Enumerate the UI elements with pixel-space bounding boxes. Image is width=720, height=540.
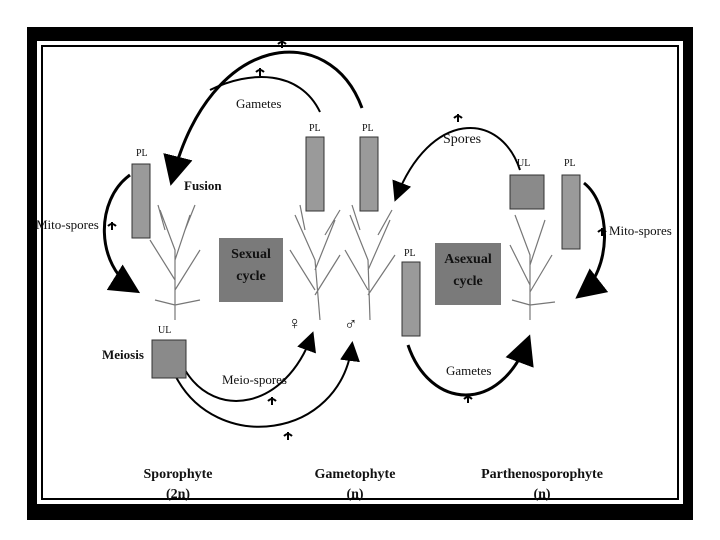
pl-label-parthenosporophyte: PL — [564, 158, 576, 169]
pl-label-sporophyte: PL — [136, 148, 148, 159]
gametes-top-label: Gametes — [236, 96, 282, 111]
algae-male-gametophyte — [344, 204, 396, 321]
algae-parthenosporophyte — [509, 214, 556, 320]
ul-label-parthenosporophyte: UL — [517, 158, 531, 169]
female-symbol: ♀ — [288, 313, 302, 333]
mito-spores-right-label: Mito-spores — [609, 223, 672, 238]
gametes-bottom-arrow — [406, 334, 534, 397]
algae-female-gametophyte — [289, 204, 341, 321]
gametes-inner-arrow — [209, 76, 321, 113]
male-symbol: ♂ — [344, 314, 358, 334]
generation-sporophyte: Sporophyte (2n) — [118, 465, 238, 505]
spore-glyphs — [107, 40, 607, 440]
spores-arrow — [392, 127, 521, 202]
ul-label-sporophyte: UL — [158, 325, 172, 336]
pl-label-asexual: PL — [404, 248, 416, 259]
meio-spores-arrow-1 — [184, 331, 316, 402]
pl-label-female: PL — [309, 123, 321, 134]
generation-name: Gametophyte — [314, 467, 396, 482]
sexual-cycle-line2: cycle — [236, 269, 266, 284]
micrograph-thumbnails — [131, 136, 581, 379]
generation-name: Parthenosporophyte — [481, 467, 603, 482]
asexual-cycle-line2: cycle — [453, 274, 483, 289]
asexual-cycle-box: Asexual cycle — [435, 243, 501, 305]
algae-sporophyte — [149, 204, 201, 320]
right-mito-spores-arrow — [575, 181, 609, 299]
generation-ploidy: (2n) — [165, 487, 191, 502]
left-mito-spores-arrow — [102, 173, 141, 294]
meio-spores-label: Meio-spores — [222, 372, 287, 387]
fusion-label: Fusion — [184, 178, 222, 193]
generation-ploidy: (n) — [346, 487, 364, 502]
generation-gametophyte: Gametophyte (n) — [290, 465, 420, 505]
asexual-cycle-line1: Asexual — [444, 252, 492, 267]
mito-spores-left-label: Mito-spores — [36, 217, 99, 232]
generation-parthenosporophyte: Parthenosporophyte (n) — [472, 465, 612, 505]
gametes-bottom-label: Gametes — [446, 363, 492, 378]
meio-spores-arrow-2 — [174, 341, 360, 428]
generation-ploidy: (n) — [533, 487, 551, 502]
spores-label: Spores — [443, 132, 482, 147]
sexual-cycle-box: Sexual cycle — [219, 238, 283, 302]
pl-label-male: PL — [362, 123, 374, 134]
sexual-cycle-line1: Sexual — [231, 247, 271, 262]
gametes-to-fusion-arrow — [163, 50, 364, 186]
meiosis-label: Meiosis — [102, 347, 144, 362]
generation-name: Sporophyte — [143, 467, 213, 482]
inner-frame-line — [41, 45, 679, 500]
